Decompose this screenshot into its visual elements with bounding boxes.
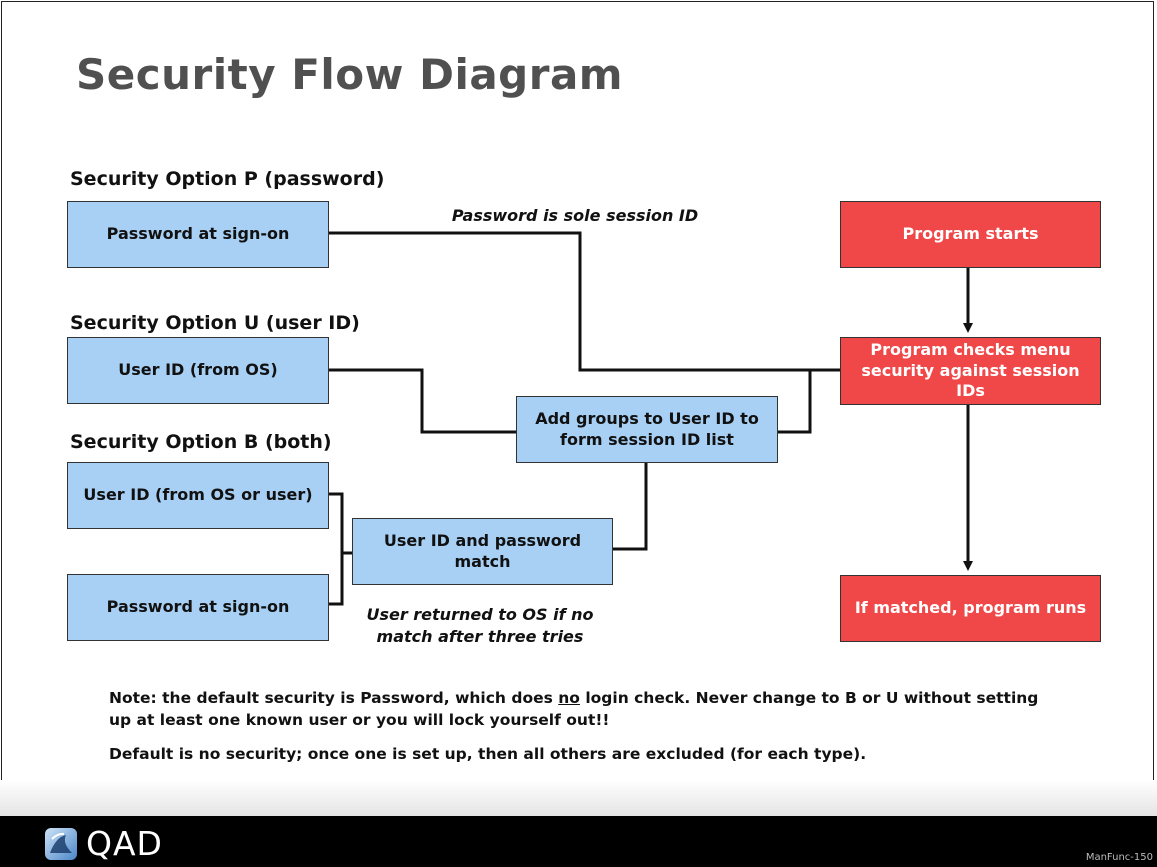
slide-title: Security Flow Diagram [76,50,624,99]
footer-fade [0,780,1157,816]
box-user-password-match: User ID and password match [352,518,613,585]
footer-bar: QAD ManFunc-150 [0,816,1157,867]
box-program-starts: Program starts [840,201,1101,268]
note-default-security-part-a: Note: the default security is Password, … [109,689,559,707]
slide-code: ManFunc-150 [1085,852,1153,863]
box-user-id-os-or-user: User ID (from OS or user) [67,462,329,529]
qad-logo: QAD [44,824,163,863]
note-default-security: Note: the default security is Password, … [109,687,1039,732]
slide-frame [1,1,1154,815]
note-exclusion: Default is no security; once one is set … [109,745,867,763]
qad-logo-icon [45,827,77,860]
note-default-security-part-b: login check. Never change to B or U with… [109,689,1039,730]
qad-logo-text: QAD [86,824,163,863]
annotation-sole-session: Password is sole session ID [451,206,699,225]
box-program-checks: Program checks menu security against ses… [840,337,1101,405]
section-option-p: Security Option P (password) [70,168,385,190]
box-password-signon-b: Password at sign-on [67,574,329,641]
annotation-returned-os: User returned to OS if no match after th… [366,605,594,647]
section-option-b: Security Option B (both) [70,431,332,453]
note-default-security-underline: no [558,689,580,707]
box-add-groups: Add groups to User ID to form session ID… [516,396,778,463]
section-option-u: Security Option U (user ID) [70,312,360,334]
box-password-signon-p: Password at sign-on [67,201,329,268]
box-if-matched: If matched, program runs [840,575,1101,642]
box-user-id-os: User ID (from OS) [67,337,329,404]
